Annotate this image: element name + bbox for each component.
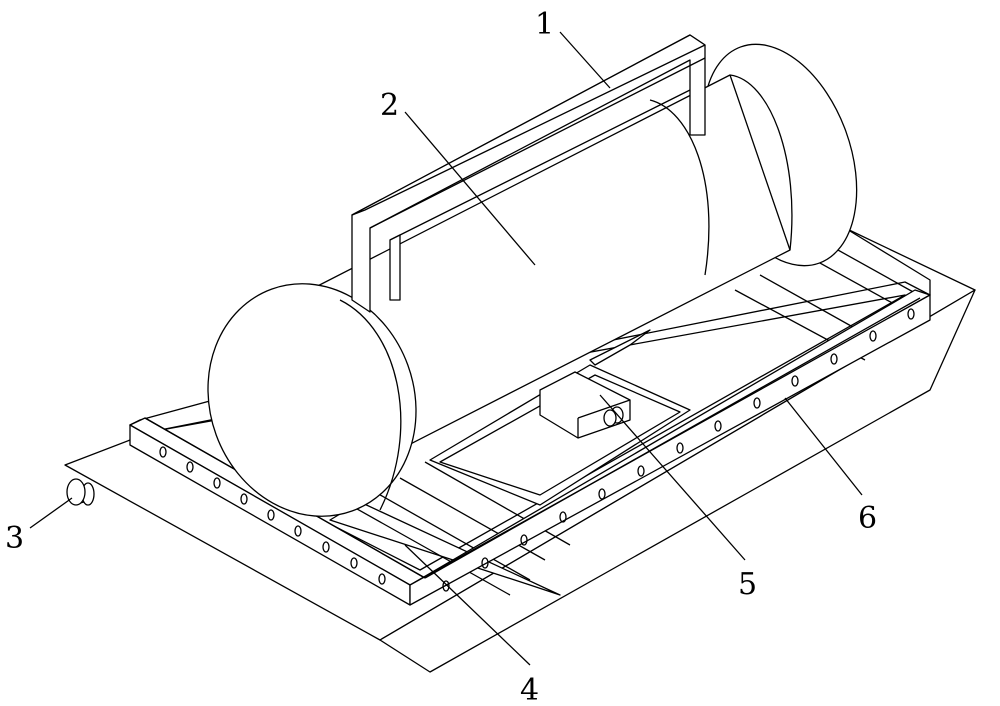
label-1: 1	[535, 7, 554, 42]
label-6: 6	[858, 501, 877, 536]
label-2: 2	[380, 88, 399, 123]
label-3: 3	[5, 521, 24, 556]
label-4: 4	[520, 673, 539, 706]
label-5: 5	[738, 567, 757, 602]
roller-3	[67, 479, 94, 505]
